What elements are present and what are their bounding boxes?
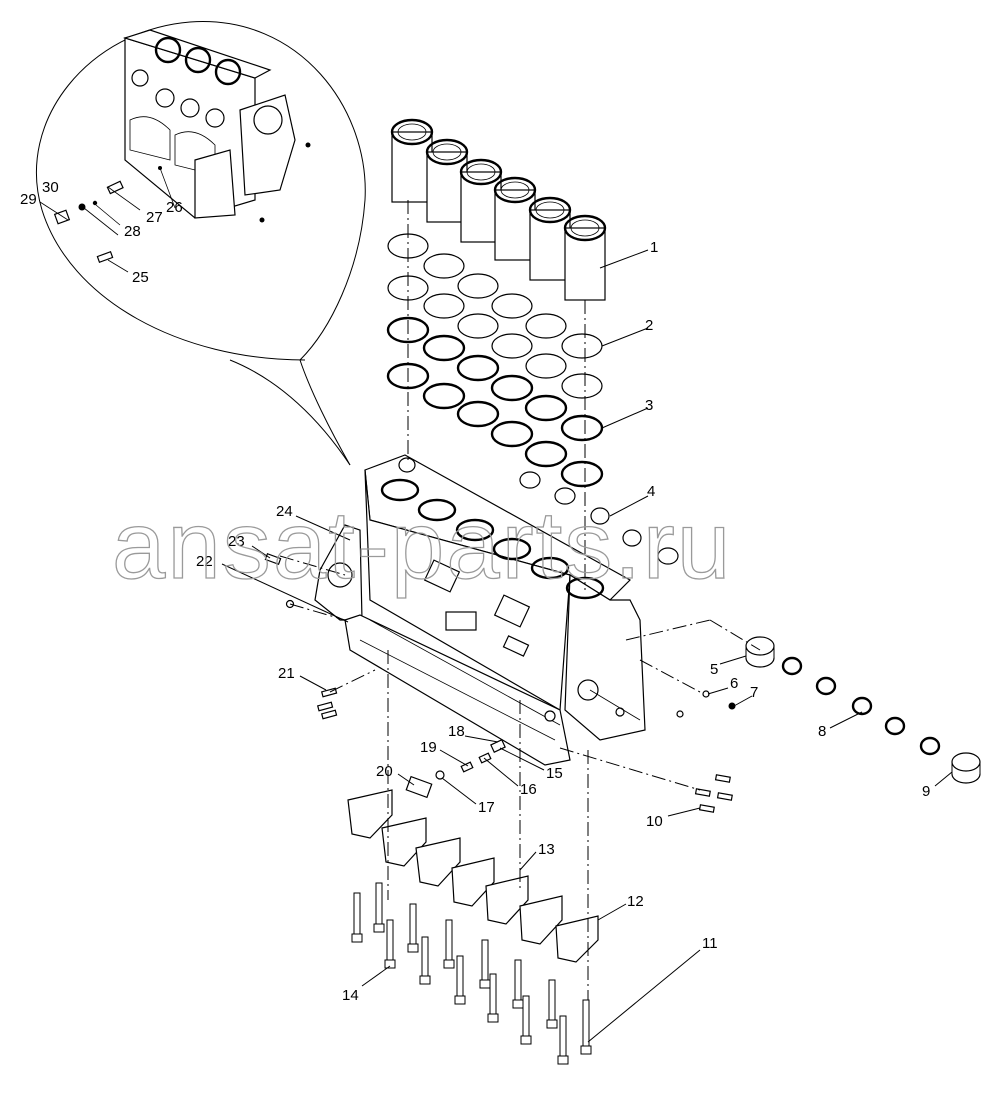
callout-29: 29 [20, 191, 37, 208]
callout-28: 28 [124, 223, 141, 240]
callout-9: 9 [922, 783, 930, 800]
cam-bushings [745, 636, 981, 784]
callout-10: 10 [646, 813, 663, 830]
callout-5: 5 [710, 661, 718, 678]
callout-11: 11 [702, 935, 718, 952]
callout-23: 23 [228, 533, 245, 550]
leader-lines [221, 249, 953, 1043]
callout-27: 27 [146, 209, 163, 226]
oil-jets [405, 739, 506, 799]
callout-3: 3 [645, 397, 653, 414]
detail-engine-block [39, 29, 311, 273]
callout-15: 15 [546, 765, 563, 782]
callout-2: 2 [645, 317, 653, 334]
callout-4: 4 [647, 483, 655, 500]
callout-19: 19 [420, 739, 437, 756]
callout-18: 18 [448, 723, 465, 740]
cylinder-liners [390, 118, 607, 301]
callout-8: 8 [818, 723, 826, 740]
callout-22: 22 [196, 553, 213, 570]
callout-20: 20 [376, 763, 393, 780]
callout-26: 26 [166, 199, 183, 216]
callout-7: 7 [750, 684, 758, 701]
callout-25: 25 [132, 269, 149, 286]
detail-view [36, 21, 366, 466]
callout-21: 21 [278, 665, 295, 682]
callout-13: 13 [538, 841, 555, 858]
callout-30: 30 [42, 179, 59, 196]
assembly-axes [279, 200, 761, 1000]
callout-17: 17 [478, 799, 495, 816]
callout-labels: 1 2 3 4 5 6 7 8 9 10 11 12 13 14 15 16 1… [20, 179, 930, 1004]
callout-1: 1 [650, 239, 658, 256]
callout-14: 14 [342, 987, 359, 1004]
engine-block [314, 454, 646, 766]
dowel-pins [264, 553, 736, 813]
callout-24: 24 [276, 503, 293, 520]
main-bearing-bolts [351, 882, 592, 1065]
o-rings [386, 233, 604, 488]
watermark: ansat-parts.ru [112, 492, 732, 599]
callout-16: 16 [520, 781, 537, 798]
callout-12: 12 [627, 893, 644, 910]
main-bearing-caps [347, 789, 599, 963]
expansion-plugs [519, 471, 679, 565]
callout-6: 6 [730, 675, 738, 692]
